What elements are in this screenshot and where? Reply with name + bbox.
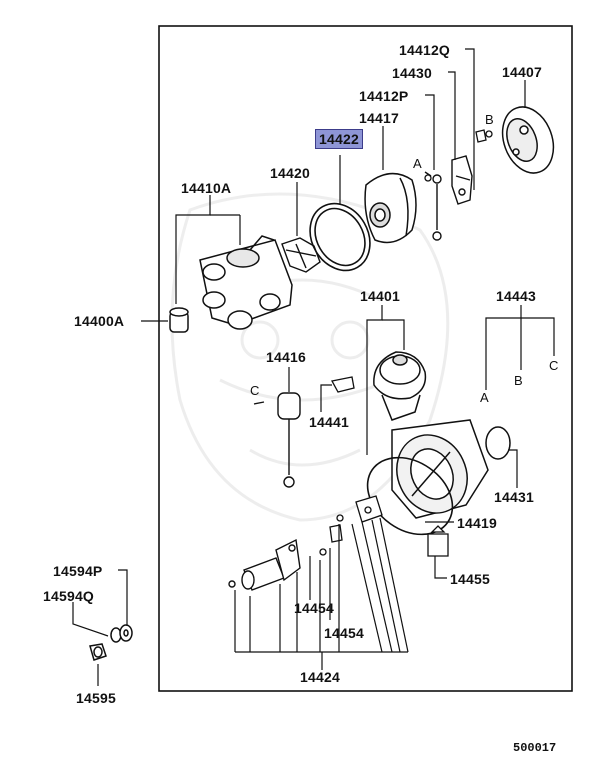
label-14424: 14424 — [300, 669, 340, 685]
label-14420: 14420 — [270, 165, 310, 181]
label-b-mid: B — [514, 373, 523, 388]
label-a-top: A — [413, 156, 422, 171]
highlighted-part-14422[interactable]: 14422 — [315, 129, 363, 149]
figure-code: 500017 — [513, 741, 557, 755]
washers-and-nut — [89, 624, 133, 661]
distributor-cap — [199, 235, 293, 330]
label-14401: 14401 — [360, 288, 400, 304]
label-14422: 14422 — [315, 129, 363, 149]
label-14416: 14416 — [266, 349, 306, 365]
label-14407: 14407 — [502, 64, 542, 80]
label-14430: 14430 — [392, 65, 432, 81]
shaft-assembly — [228, 538, 301, 591]
label-14412Q: 14412Q — [399, 42, 451, 58]
small-screws — [424, 129, 493, 182]
condenser — [253, 392, 301, 488]
o-ring-gasket — [309, 202, 371, 272]
leader-lines — [72, 48, 555, 686]
label-c-mid: C — [549, 358, 559, 373]
label-14412P: 14412P — [359, 88, 409, 104]
cap-plug — [169, 307, 189, 333]
label-c-left: C — [250, 383, 260, 398]
label-14431: 14431 — [494, 489, 534, 505]
label-14410A: 14410A — [181, 180, 232, 196]
label-14417: 14417 — [359, 110, 399, 126]
label-14595: 14595 — [76, 690, 116, 706]
distributor-cover — [364, 172, 417, 244]
ground-wire — [424, 171, 442, 241]
diagram-frame — [158, 25, 573, 692]
label-14419: 14419 — [457, 515, 497, 531]
pickup-bracket — [451, 155, 473, 205]
rotor — [281, 237, 321, 273]
label-14594P: 14594P — [53, 563, 103, 579]
label-b-top: B — [485, 112, 494, 127]
label-14454-lower: 14454 — [324, 625, 364, 641]
label-14455: 14455 — [450, 571, 490, 587]
label-a-mid: A — [480, 390, 489, 405]
breaker-plate — [501, 106, 555, 174]
label-14400A: 14400A — [74, 313, 125, 329]
label-14443: 14443 — [496, 288, 536, 304]
vacuum-advance-unit — [373, 351, 427, 421]
label-14454-upper: 14454 — [294, 600, 334, 616]
label-14594Q: 14594Q — [43, 588, 95, 604]
label-14441: 14441 — [309, 414, 349, 430]
small-parts — [319, 495, 449, 557]
coil-bracket — [331, 376, 355, 393]
distributor-housing — [391, 419, 511, 519]
